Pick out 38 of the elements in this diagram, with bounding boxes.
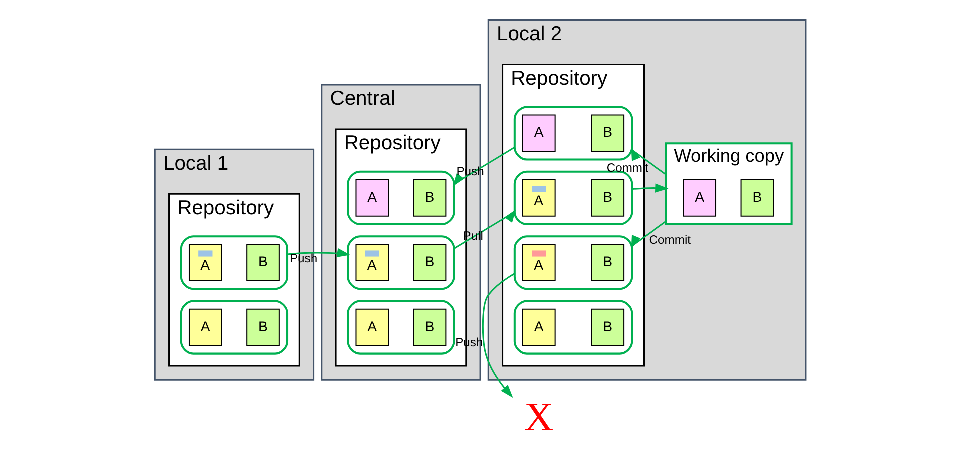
node-box: B xyxy=(591,244,625,282)
node-box: B xyxy=(740,179,774,217)
arrow xyxy=(632,184,669,193)
node-box: B xyxy=(246,244,280,282)
node-box: A xyxy=(522,244,556,282)
cluster xyxy=(514,106,634,161)
node-box: A xyxy=(522,114,556,152)
arrow xyxy=(631,220,667,249)
node-box: B xyxy=(413,179,447,217)
node-text: X xyxy=(524,394,554,440)
node-box: B xyxy=(246,308,280,346)
node-box: A xyxy=(522,308,556,346)
node-box: A xyxy=(188,308,222,346)
arrow xyxy=(631,147,667,176)
node-box: A xyxy=(188,244,222,282)
node-box: A xyxy=(356,308,390,346)
arrow xyxy=(482,273,516,398)
node-box: B xyxy=(591,179,625,217)
node-box: B xyxy=(413,308,447,346)
edge-label: Commit xyxy=(649,232,692,247)
arrow xyxy=(287,248,350,258)
cluster xyxy=(180,236,289,290)
cluster xyxy=(347,170,456,226)
cluster xyxy=(180,300,289,355)
cluster xyxy=(514,170,634,226)
node-box: A xyxy=(356,179,390,217)
cluster xyxy=(514,236,634,290)
cluster xyxy=(514,300,634,355)
cluster xyxy=(347,300,456,355)
arrow xyxy=(454,210,516,250)
node-box: B xyxy=(591,308,625,346)
node-box: A xyxy=(356,244,390,282)
node-box: A xyxy=(683,179,717,217)
node-box: B xyxy=(591,114,625,152)
node-box: A xyxy=(522,179,556,217)
node-box: B xyxy=(413,244,447,282)
arrow xyxy=(452,146,516,187)
cluster xyxy=(347,236,456,290)
